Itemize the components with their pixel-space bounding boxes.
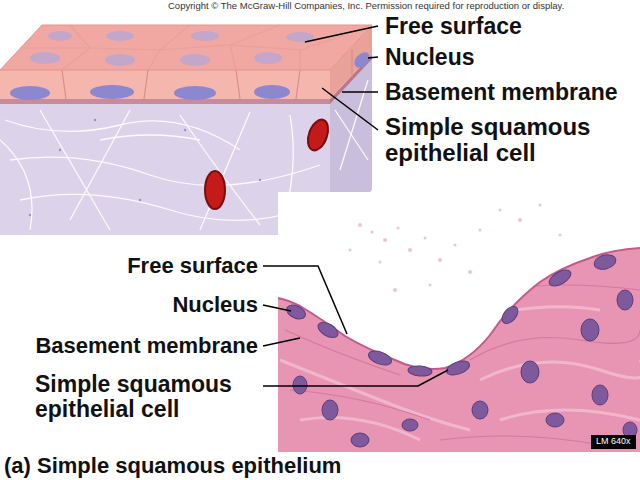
micrograph bbox=[278, 192, 640, 452]
cell-layer bbox=[0, 70, 330, 99]
part-label: Simple squamous epithelial cell bbox=[35, 372, 260, 423]
magnification-label: LM 640x bbox=[591, 435, 636, 449]
copyright-note: Copyright © The McGraw-Hill Companies, I… bbox=[168, 1, 564, 11]
basement-membrane bbox=[0, 99, 330, 104]
top-cell-borders bbox=[20, 25, 345, 70]
nuclei-top bbox=[30, 31, 314, 66]
blood-vessel bbox=[304, 117, 332, 153]
part-label: Free surface bbox=[127, 254, 258, 278]
blood-vessel bbox=[205, 171, 225, 209]
part-label: Nucleus bbox=[172, 293, 258, 317]
figure-caption: (a) Simple squamous epithelium bbox=[4, 454, 341, 478]
part-label: Nucleus bbox=[385, 45, 474, 70]
fiber-dots bbox=[29, 119, 261, 216]
part-label: Basement membrane bbox=[35, 334, 258, 358]
part-label: Basement membrane bbox=[385, 80, 618, 105]
free-surface-top bbox=[0, 25, 372, 70]
part-label: Free surface bbox=[385, 14, 522, 39]
magnification-box: LM 640x bbox=[591, 435, 636, 449]
part-label: Simple squamous epithelial cell bbox=[385, 114, 630, 167]
